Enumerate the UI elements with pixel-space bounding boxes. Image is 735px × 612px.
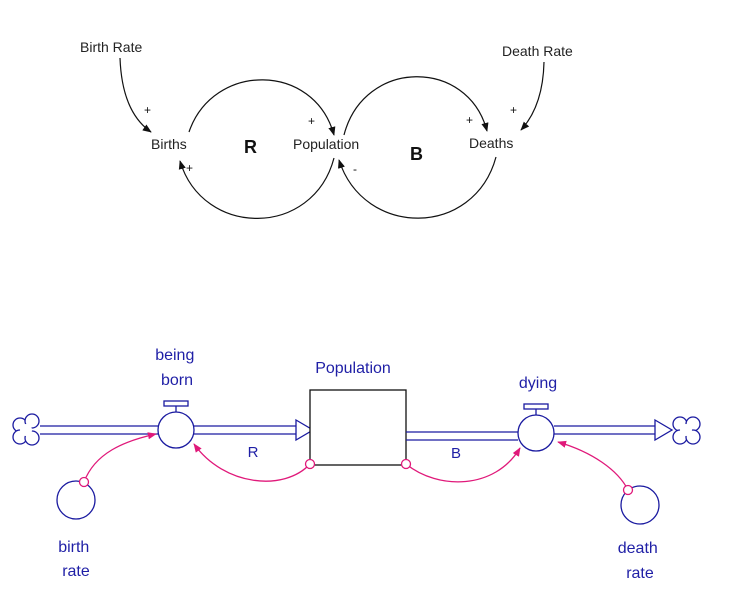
connector-birth-rate-to-being-born [83, 432, 157, 483]
label-being-born: being born [155, 347, 199, 389]
sink-cloud-icon [672, 416, 701, 445]
polarity-birth-rate-births: + [144, 103, 151, 117]
link-deaths-to-population [338, 156, 497, 219]
polarity-population-deaths: + [466, 113, 473, 127]
cld-loop-b: B [410, 144, 423, 164]
polarity-death-rate-deaths: + [510, 103, 517, 117]
connector-death-rate-to-dying [557, 440, 629, 491]
connector-endpoints [78, 458, 634, 496]
death-rate-converter [620, 485, 660, 525]
inflow-pipe [40, 418, 315, 442]
cld-label-births: Births [151, 136, 187, 152]
link-births-to-population [188, 79, 336, 136]
cld-label-deaths: Deaths [469, 135, 513, 151]
label-dying: dying [519, 375, 557, 392]
stock-population-box [309, 389, 407, 466]
polarity-deaths-population: - [353, 162, 357, 176]
connector-population-to-being-born [193, 443, 311, 482]
outflow-valve-icon [517, 403, 555, 452]
label-population-stock: Population [315, 360, 391, 377]
cld-label-population: Population [293, 136, 359, 152]
sf-loop-r: R [248, 444, 259, 461]
cld-label-death-rate: Death Rate [502, 43, 573, 59]
sf-loop-b: B [451, 445, 461, 462]
polarity-births-population: + [308, 114, 315, 128]
cld-loop-r: R [244, 137, 257, 157]
birth-rate-converter [56, 480, 96, 520]
label-birth-rate: birth rate [58, 539, 94, 580]
link-population-to-deaths [343, 76, 489, 136]
outflow-pipe [406, 418, 674, 442]
source-cloud-icon [12, 413, 40, 446]
stock-flow-diagram: being born Population dying birth rate d… [12, 347, 701, 582]
causal-loop-diagram: Birth Rate Births Population Deaths Deat… [80, 39, 573, 219]
link-birth-rate-to-births [119, 57, 152, 133]
link-death-rate-to-deaths [520, 61, 545, 131]
inflow-valve-icon [157, 400, 195, 449]
polarity-population-births: + [186, 161, 193, 175]
label-death-rate: death rate [618, 540, 663, 582]
cld-label-birth-rate: Birth Rate [80, 39, 142, 55]
connector-population-to-dying [405, 447, 521, 483]
link-population-to-births [178, 157, 335, 219]
